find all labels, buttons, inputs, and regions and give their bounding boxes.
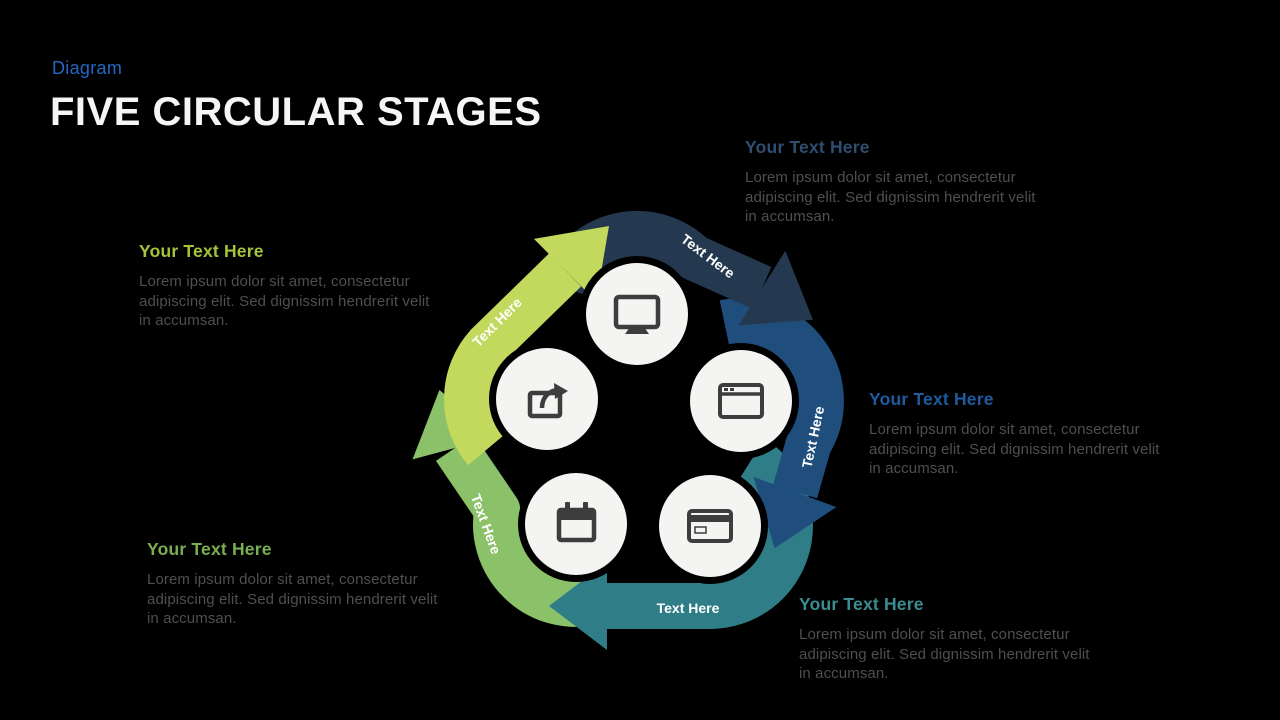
node-circle [659,475,761,577]
callout-body: Lorem ipsum dolor sit amet, consectetur … [139,273,430,329]
callout-body: Lorem ipsum dolor sit amet, consectetur … [869,421,1160,477]
callout-heading: Your Text Here [139,241,264,261]
callout-heading: Your Text Here [745,137,870,157]
stage-arrowhead [753,477,837,549]
callout-bottom-left: Your Text Here Lorem ipsum dolor sit ame… [147,539,452,629]
callout-top-right: Your Text Here Lorem ipsum dolor sit ame… [745,137,1050,227]
monitor-icon [613,294,661,334]
share-icon [527,383,568,419]
node-circle [496,348,598,450]
credit-card-icon [687,509,733,543]
callout-body: Lorem ipsum dolor sit amet, consectetur … [147,571,438,627]
stage-bottom-right-node [652,468,768,584]
stage-arrow-label: Text Here [657,600,720,616]
callout-heading: Your Text Here [869,389,994,409]
callout-middle-left: Your Text Here Lorem ipsum dolor sit ame… [139,241,444,331]
stage-arrow-band [607,438,813,629]
slide-category-label: Diagram [52,58,123,78]
stage-bottom-left-node [518,466,634,582]
node-circle [525,473,627,575]
browser-icon [718,383,764,419]
stage-left-node [489,341,605,457]
calendar-icon [556,502,597,543]
callout-middle-right: Your Text Here Lorem ipsum dolor sit ame… [869,389,1174,479]
callout-bottom-right: Your Text Here Lorem ipsum dolor sit ame… [799,594,1104,684]
stage-arrowhead [549,562,607,650]
stage-arrowhead [738,250,813,326]
callout-body: Lorem ipsum dolor sit amet, consectetur … [745,169,1036,225]
callout-body: Lorem ipsum dolor sit amet, consectetur … [799,626,1090,682]
callout-heading: Your Text Here [147,539,272,559]
node-circle [690,350,792,452]
stage-right-node [683,343,799,459]
stage-arrow-band [444,253,582,466]
callout-heading: Your Text Here [799,594,924,614]
stage-top-node [579,256,695,372]
stage-bottom-right-arrow: Text Here [549,438,813,650]
node-circle [586,263,688,365]
slide-title: FIVE CIRCULAR STAGES [50,90,542,134]
